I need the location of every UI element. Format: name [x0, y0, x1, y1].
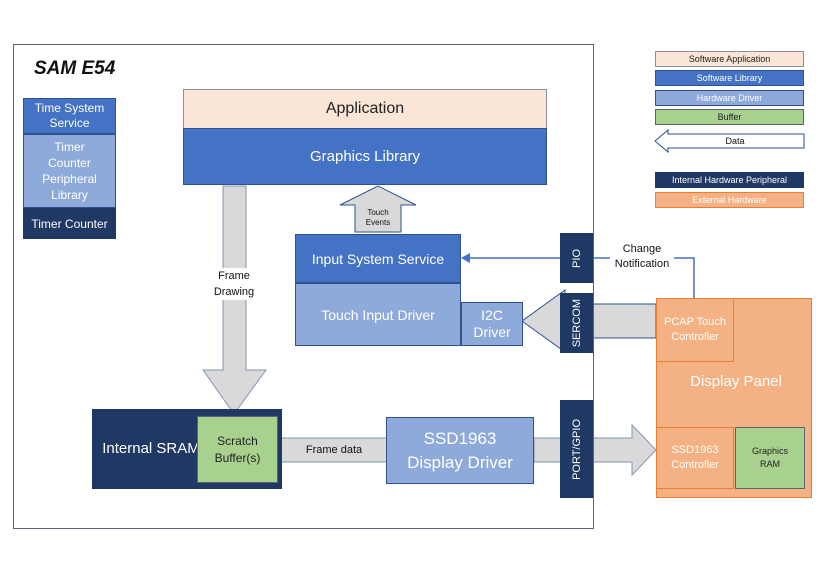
legend-hardware-driver: Hardware Driver: [655, 90, 804, 106]
change-notification-arrowhead: [461, 253, 470, 263]
ssd1963-display-driver-block: SSD1963 Display Driver: [386, 417, 534, 484]
port-gpio-block: PORT/GPIO: [560, 400, 593, 498]
legend-data: Data: [668, 134, 802, 148]
display-output-arrow: [533, 423, 657, 477]
pcap-touch-controller-block: PCAP Touch Controller: [656, 298, 734, 362]
scratch-buffer-block: Scratch Buffer(s): [197, 416, 278, 483]
frame-drawing-label: Frame Drawing: [213, 270, 255, 298]
pio-block: PIO: [560, 233, 593, 283]
timer-counter-block: Timer Counter: [23, 208, 116, 239]
graphics-library-label: Graphics Library: [309, 148, 421, 165]
i2c-driver-block: I2C Driver: [461, 302, 523, 346]
ssd1963-controller-block: SSD1963 Controller: [656, 427, 734, 489]
frame-data-label: Frame data: [305, 444, 363, 456]
ssd1963-controller-label: SSD1963 Controller: [671, 444, 719, 471]
legend-external-hardware: External Hardware: [655, 192, 804, 208]
legend-external-hardware-label: External Hardware: [692, 195, 767, 205]
chip-title: SAM E54: [34, 58, 116, 79]
touch-events-label: Touch Events: [365, 208, 391, 227]
sercom-label: SERCOM: [570, 298, 583, 348]
legend-hardware-driver-label: Hardware Driver: [696, 93, 763, 103]
time-system-service-label: Time System Service: [34, 101, 105, 130]
input-system-service-block: Input System Service: [295, 234, 461, 283]
sam-e54-frame: [13, 44, 594, 529]
touch-events-arrow: [339, 185, 417, 233]
legend-internal-hardware-label: Internal Hardware Peripheral: [671, 175, 788, 185]
pio-label: PIO: [570, 248, 583, 268]
frame-data-arrow: [279, 437, 389, 463]
frame-data-caption: Frame data: [282, 439, 386, 461]
scratch-buffer-label: Scratch Buffer(s): [214, 433, 261, 465]
touch-input-driver-label: Touch Input Driver: [321, 306, 435, 323]
internal-sram-label: Internal SRAM: [102, 440, 200, 457]
timer-counter-plib-block: Timer Counter Peripheral Library: [23, 134, 116, 208]
frame-drawing-arrow: [202, 185, 267, 415]
sercom-block: SERCOM: [560, 293, 593, 353]
application-label: Application: [325, 100, 405, 117]
legend-buffer-label: Buffer: [717, 112, 742, 122]
graphics-library-block: Graphics Library: [183, 128, 547, 185]
change-notification-label: Change Notification: [614, 243, 670, 270]
legend-buffer: Buffer: [655, 109, 804, 125]
application-block: Application: [183, 89, 547, 129]
legend-internal-hardware: Internal Hardware Peripheral: [655, 172, 804, 188]
legend-software-library: Software Library: [655, 70, 804, 86]
touch-input-driver-block: Touch Input Driver: [295, 283, 461, 346]
graphics-ram-label: Graphics RAM: [751, 446, 788, 469]
time-system-service-block: Time System Service: [23, 98, 116, 134]
input-system-service-label: Input System Service: [311, 250, 445, 267]
legend-software-library-label: Software Library: [696, 73, 763, 83]
display-panel-title: Display Panel: [676, 370, 796, 392]
i2c-driver-label: I2C Driver: [473, 307, 511, 340]
pcap-touch-controller-label: PCAP Touch Controller: [664, 316, 726, 343]
ssd1963-display-driver-label: SSD1963 Display Driver: [407, 428, 513, 472]
change-notification-caption: Change Notification: [610, 242, 674, 272]
touch-events-caption: Touch Events: [355, 205, 401, 231]
legend-software-application-label: Software Application: [688, 54, 771, 64]
frame-drawing-caption: Frame Drawing: [208, 268, 260, 300]
display-panel-label: Display Panel: [690, 372, 782, 390]
legend-software-application: Software Application: [655, 51, 804, 67]
legend-data-arrow: [654, 128, 805, 154]
change-notification-line: [462, 257, 695, 298]
port-gpio-label: PORT/GPIO: [570, 418, 583, 480]
legend-data-label: Data: [725, 136, 745, 146]
timer-counter-plib-label: Timer Counter Peripheral Library: [42, 140, 97, 202]
internal-sram-text: Internal SRAM: [101, 410, 201, 488]
graphics-ram-block: Graphics RAM: [735, 427, 805, 489]
timer-counter-label: Timer Counter: [31, 216, 108, 231]
